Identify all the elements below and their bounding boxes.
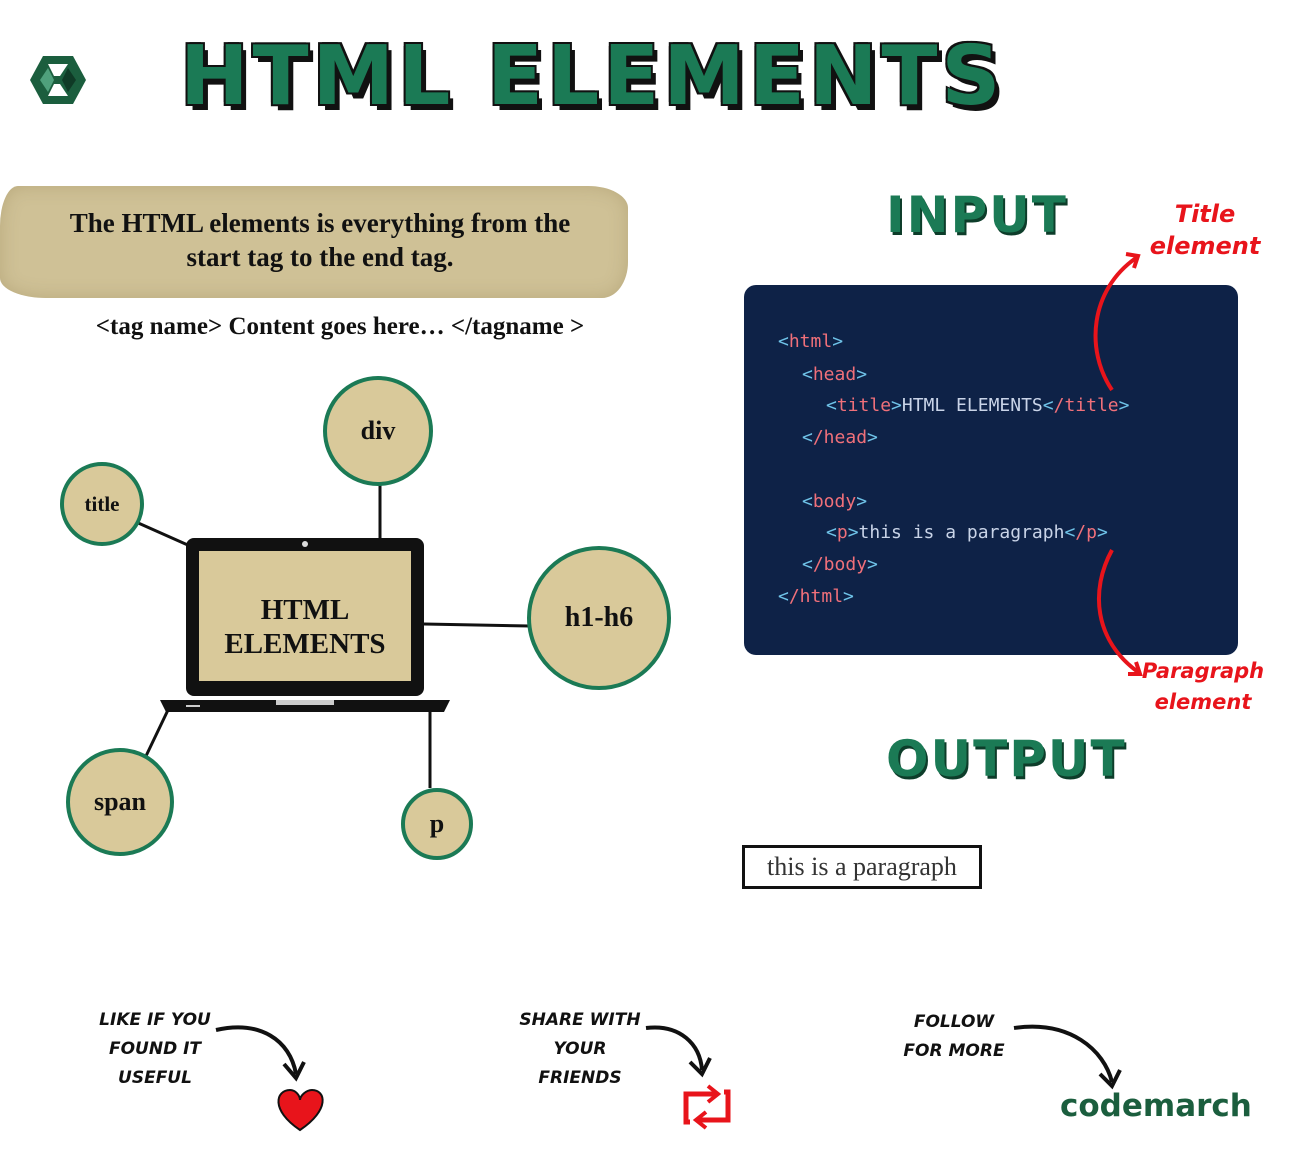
title-annotation-line-2: element (1149, 232, 1261, 260)
code-line-head-open: <head> (802, 364, 868, 385)
laptop-icon (160, 538, 450, 712)
code-line-head-close: </head> (802, 427, 878, 448)
output-heading: OUTPUT (886, 730, 1127, 788)
follow-arrow-icon (1013, 1024, 1122, 1090)
paragraph-arrow-icon (1096, 549, 1143, 676)
paragraph-annotation-line-2: element (1154, 690, 1252, 714)
code-line-html-open: <html> (778, 331, 844, 352)
footer-graphics (215, 1024, 1122, 1132)
like-line-2: found it (108, 1039, 202, 1059)
bubble-h1-h6: h1-h6 (527, 546, 671, 690)
definition-highlight (0, 186, 628, 298)
follow-line-1: Follow (913, 1012, 995, 1032)
syntax-example: <tag name> Content goes here… </tagname … (95, 313, 585, 340)
code-line-paragraph: <p>this is a paragraph</p> (826, 522, 1108, 543)
code-line-body-open: <body> (802, 491, 868, 512)
code-panel: <html> <head> <title>HTML ELEMENTS</titl… (744, 285, 1238, 655)
title-annotation-line-1: Title (1174, 200, 1236, 228)
share-line-2: your friends (538, 1039, 622, 1088)
paragraph-annotation-line-1: Paragraph (1141, 659, 1265, 683)
bubble-span: span (66, 748, 174, 856)
share-line-1: Share with (519, 1010, 641, 1030)
like-line-3: useful (118, 1068, 192, 1088)
center-line-1: HTML (260, 594, 350, 626)
brand-name: codemarch (1060, 1088, 1252, 1124)
rendered-output: this is a paragraph (742, 845, 982, 889)
title-element-annotation: Title element (1140, 198, 1270, 262)
annotation-arrows (1093, 252, 1143, 676)
paragraph-element-annotation: Paragraph element (1136, 656, 1270, 718)
follow-line-2: for more (903, 1041, 1005, 1061)
code-line-html-close: </html> (778, 586, 854, 607)
follow-prompt: Follow for more (890, 1008, 1018, 1066)
like-prompt: Like if you found it useful (90, 1006, 220, 1093)
bubble-p: p (401, 788, 473, 860)
definition-text: The HTML elements is everything from the… (20, 206, 620, 278)
code-line-body-close: </body> (802, 554, 878, 575)
heart-icon (277, 1088, 324, 1132)
repost-icon (683, 1084, 731, 1130)
title-arrow-icon (1093, 252, 1141, 392)
center-line-2: ELEMENTS (224, 628, 386, 660)
share-prompt: Share with your friends (510, 1006, 650, 1093)
definition-line-1: The HTML elements is everything from the (69, 208, 571, 238)
input-heading: INPUT (886, 186, 1068, 244)
like-line-1: Like if you (99, 1010, 211, 1030)
definition-line-2: start tag to the end tag. (186, 242, 454, 272)
laptop-screen-label: HTML ELEMENTS (199, 582, 411, 672)
page-title: HTML ELEMENTS (180, 29, 1005, 124)
share-arrow-icon (645, 1025, 712, 1078)
diagram-connectors (135, 484, 531, 788)
code-line-title: <title>HTML ELEMENTS</title> (826, 395, 1130, 416)
bubble-div: div (323, 376, 433, 486)
codemarch-logo-icon (28, 54, 88, 106)
bubble-title: title (60, 462, 144, 546)
like-arrow-icon (215, 1025, 306, 1082)
